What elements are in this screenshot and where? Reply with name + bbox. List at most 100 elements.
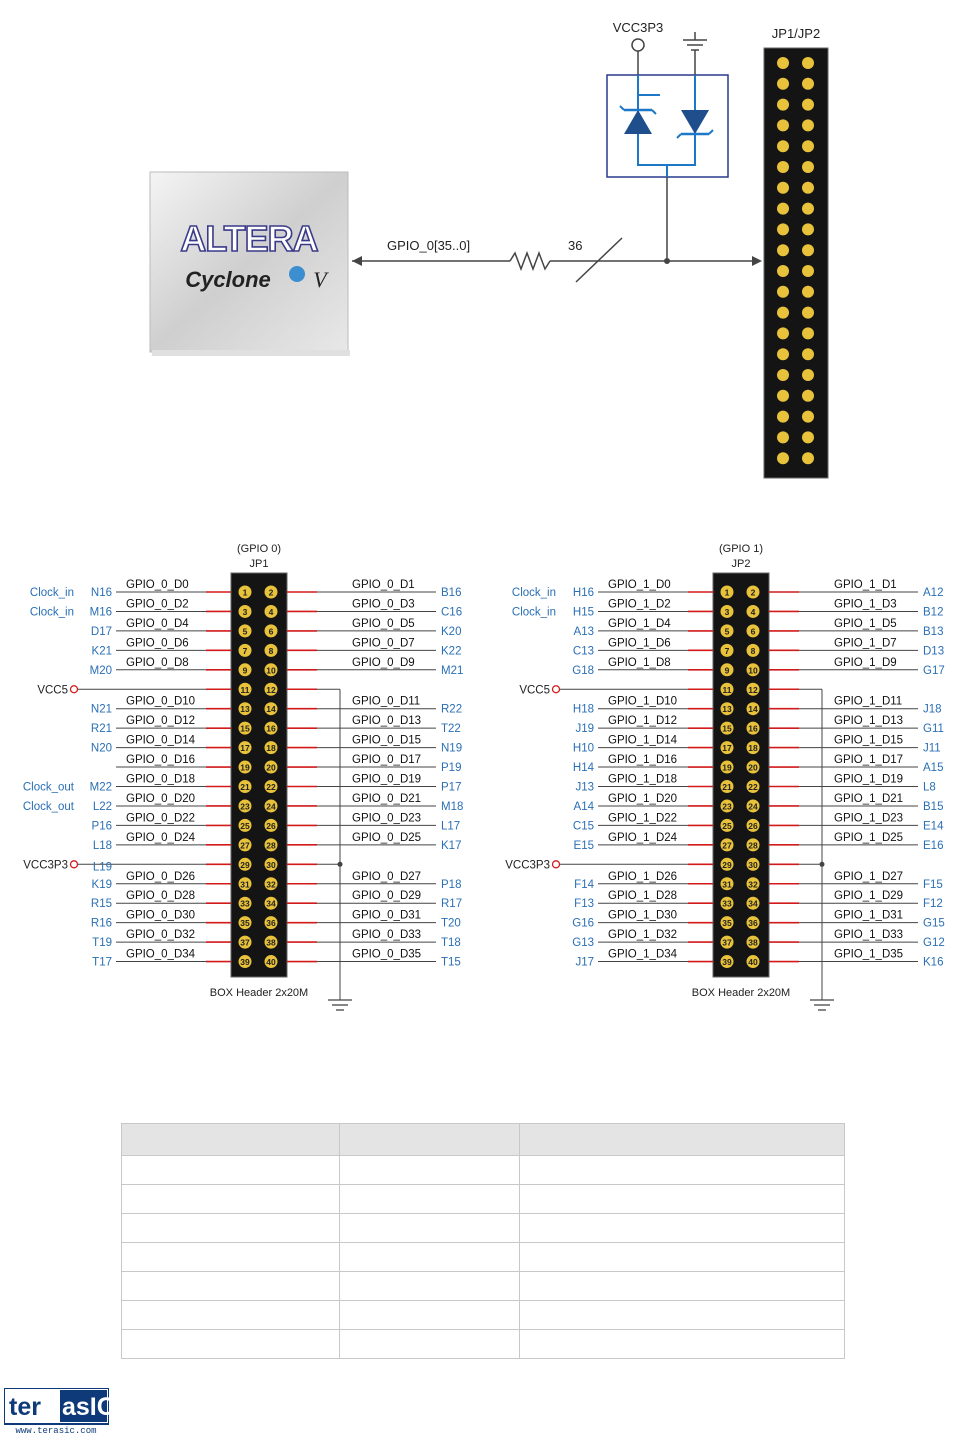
pin-number: 17 xyxy=(722,743,732,753)
header-pin xyxy=(777,285,789,298)
pin-dot xyxy=(746,702,760,716)
pin-number: 26 xyxy=(748,821,758,831)
fpga-pin: E15 xyxy=(574,840,594,852)
fpga-pin: A13 xyxy=(574,626,594,638)
table-header-cell xyxy=(519,1123,845,1156)
signal-name: GPIO_1_D6 xyxy=(608,637,671,649)
pin-number: 20 xyxy=(266,763,276,773)
pin-dot xyxy=(746,741,760,755)
pin-number: 3 xyxy=(725,607,730,617)
pin-number: 30 xyxy=(266,860,276,870)
fpga-pin: N20 xyxy=(91,743,112,755)
table-header-cell xyxy=(339,1123,520,1156)
signal-name: GPIO_0_D5 xyxy=(352,618,415,630)
fpga-pin: R22 xyxy=(441,704,462,716)
pin-dot xyxy=(238,780,252,793)
table-row xyxy=(121,1242,845,1272)
header-name: JP1 xyxy=(250,558,269,570)
pin-dot xyxy=(720,702,734,716)
pin-number: 38 xyxy=(748,938,758,948)
clock-label: Clock_in xyxy=(30,587,74,599)
pin-number: 25 xyxy=(240,821,250,831)
signal-name: GPIO_1_D35 xyxy=(834,949,903,961)
clock-label: Clock_out xyxy=(23,801,75,813)
pin-dot xyxy=(264,643,278,657)
signal-name: GPIO_0_D30 xyxy=(126,910,195,922)
table-cell xyxy=(339,1155,520,1185)
signal-name: GPIO_1_D11 xyxy=(834,696,902,708)
fpga-pin: P17 xyxy=(441,782,461,794)
fpga-pin: H15 xyxy=(573,606,594,618)
pin-number: 1 xyxy=(243,588,248,598)
fpga-pin: R16 xyxy=(91,918,112,930)
signal-name: GPIO_0_D24 xyxy=(126,832,196,844)
pin-dot xyxy=(264,624,278,638)
fpga-pin: L8 xyxy=(923,782,936,794)
pin-dot xyxy=(746,877,760,891)
pin-dot xyxy=(746,624,760,638)
pin-number: 15 xyxy=(240,724,250,734)
vcc-terminal-icon xyxy=(631,38,645,52)
fpga-pin: F13 xyxy=(574,898,594,910)
signal-name: GPIO_0_D17 xyxy=(352,754,421,766)
table-cell xyxy=(121,1271,340,1301)
pin-dot xyxy=(720,760,734,774)
signal-name: GPIO_0_D6 xyxy=(126,637,189,649)
signal-name: GPIO_1_D21 xyxy=(834,793,903,805)
table-cell xyxy=(121,1300,340,1330)
table-cell xyxy=(339,1213,520,1243)
header-pin xyxy=(802,119,814,132)
power-label: VCC3P3 xyxy=(505,859,550,871)
pin-number: 40 xyxy=(266,957,276,967)
signal-name: GPIO_0_D32 xyxy=(126,929,195,941)
header-pin xyxy=(802,223,814,236)
pin-number: 17 xyxy=(240,743,250,753)
signal-name: GPIO_0_D28 xyxy=(126,890,195,902)
fpga-pin: H18 xyxy=(573,704,594,716)
pin-number: 21 xyxy=(722,782,732,792)
pin-number: 12 xyxy=(266,685,276,695)
clock-label: Clock_in xyxy=(30,606,74,618)
pin-dot xyxy=(720,818,734,832)
signal-name: GPIO_1_D26 xyxy=(608,871,677,883)
pin-number: 7 xyxy=(725,646,730,656)
fpga-pin: F12 xyxy=(923,898,943,910)
pin-dot xyxy=(720,896,734,910)
pin-dot xyxy=(746,799,760,813)
signal-name: GPIO_1_D20 xyxy=(608,793,677,805)
pin-dot xyxy=(720,935,734,949)
header-connector xyxy=(763,47,829,479)
table-cell xyxy=(519,1184,845,1214)
fpga-pin: M16 xyxy=(90,606,112,618)
signal-name: GPIO_1_D34 xyxy=(608,949,678,961)
pin-dot xyxy=(264,585,278,599)
header-pin xyxy=(777,77,789,90)
signal-name: GPIO_1_D9 xyxy=(834,657,897,669)
table-cell xyxy=(519,1155,845,1185)
ground-icon xyxy=(683,32,707,75)
gpio-table xyxy=(121,1123,845,1359)
header-pin xyxy=(802,57,814,69)
pin-dot xyxy=(264,896,278,910)
header-pin xyxy=(777,452,789,465)
pin-number: 36 xyxy=(266,918,276,928)
signal-name: GPIO_1_D3 xyxy=(834,598,897,610)
table-header-cell xyxy=(121,1123,340,1156)
pin-number: 32 xyxy=(748,879,758,889)
header-pin xyxy=(777,306,789,319)
pin-dot xyxy=(746,663,760,677)
pin-number: 12 xyxy=(748,685,758,695)
signal-name: GPIO_1_D8 xyxy=(608,657,671,669)
header-pin xyxy=(802,389,814,402)
pin-number: 29 xyxy=(722,860,732,870)
fpga-pin: J18 xyxy=(923,704,942,716)
pin-dot xyxy=(746,955,760,969)
pin-number: 5 xyxy=(243,626,248,636)
fpga-pin: G11 xyxy=(923,723,944,735)
signal-name: GPIO_0_D22 xyxy=(126,812,195,824)
fpga-pin: T17 xyxy=(92,957,112,969)
pin-dot xyxy=(746,896,760,910)
fpga-pin: L17 xyxy=(441,820,460,832)
fpga-pin: L19 xyxy=(93,861,112,873)
